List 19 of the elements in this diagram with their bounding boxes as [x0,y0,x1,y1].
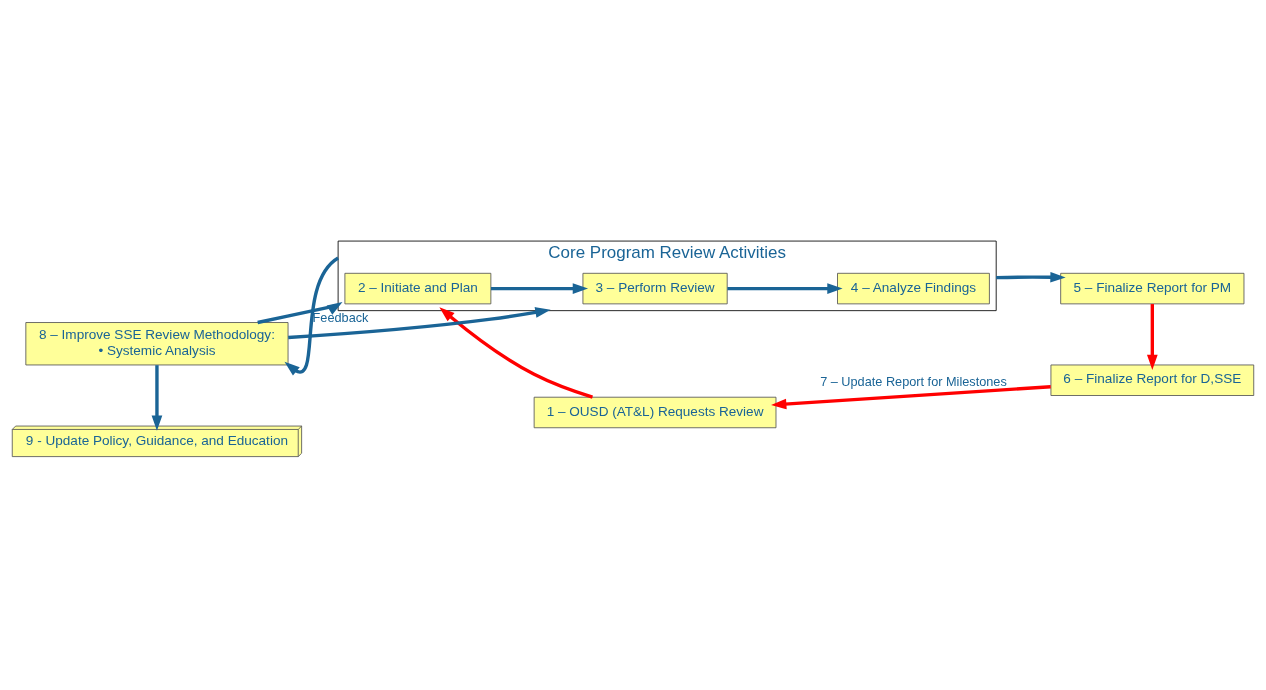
edge-label: 7 – Update Report for Milestones [820,374,1007,390]
node-box: 3 – Perform Review [582,272,728,305]
arrow [439,307,593,399]
arrow [257,302,343,325]
node-box: 4 – Analyze Findings [837,272,990,305]
arrow [288,307,551,340]
edge-label: Feedback [312,309,369,325]
arrow [771,385,1051,410]
arrow [491,283,589,294]
arrow [1146,304,1158,370]
node-box: 5 – Finalize Report for PM [1060,272,1245,305]
arrow [996,271,1066,283]
node-box: 8 – Improve SSE Review Methodology: • Systemic Analysis [25,322,289,366]
node-box: 1 – OUSD (AT&L) Requests Review [533,396,777,429]
arrow [284,256,340,376]
arrow [727,283,843,294]
node-box: 2 – Initiate and Plan [344,272,492,305]
arrow [151,365,163,431]
node-box: 6 – Finalize Report for D,SSE [1050,364,1255,396]
